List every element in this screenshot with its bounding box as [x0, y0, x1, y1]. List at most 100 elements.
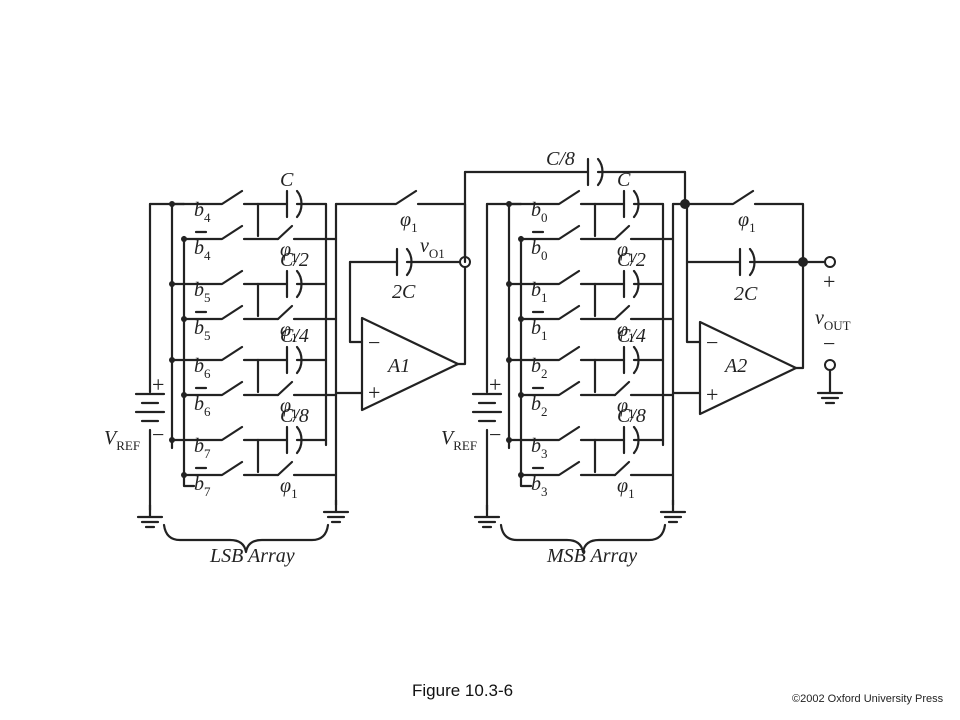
- lsb-gnd-node-2: [181, 392, 187, 398]
- lsb-output-label: vO1: [420, 235, 445, 261]
- lsb-opamp-plus: +: [368, 380, 380, 405]
- msb-ref-node-2: [506, 357, 512, 363]
- msb-phi-label-2: φ1: [617, 395, 635, 421]
- msb-brace: [499, 523, 667, 554]
- msb-bit-label-1: b1: [531, 279, 548, 305]
- lsb-ref-node-2: [169, 357, 175, 363]
- msb-feedback-cap-label: 2C: [734, 283, 758, 305]
- msb-phi-blade-2: [613, 380, 631, 397]
- lsb-phi-label-0: φ1: [280, 239, 298, 265]
- lsb-ref-node-1: [169, 281, 175, 287]
- msb-gnd-node-2: [518, 392, 524, 398]
- msb-bit-label-3: b3: [531, 435, 548, 461]
- msb-vref-minus: −: [489, 422, 501, 447]
- msb-cap-2-plate-curved: [632, 345, 640, 375]
- figure-caption: Figure 10.3-6: [412, 681, 514, 700]
- msb-cap-1-plate-curved: [632, 269, 640, 299]
- msb-gnd-node-0: [518, 236, 524, 242]
- lsb-bitbar-label-3: b7: [194, 473, 211, 499]
- msb-cap-label-3: C/8: [617, 405, 646, 427]
- msb-switch-ref-0: [519, 189, 597, 206]
- msb-ref-node-1: [506, 281, 512, 287]
- msb-cap-label-1: C/2: [617, 249, 646, 271]
- lsb-gnd-node-3: [181, 472, 187, 478]
- msb-bit-label-0: b0: [531, 199, 548, 225]
- lsb-opamp: [360, 316, 460, 412]
- msb-phi-blade-1: [613, 304, 631, 321]
- msb-ground-bus: [519, 235, 533, 488]
- msb-vref-label: VREF: [441, 427, 477, 453]
- msb-cap-label-2: C/4: [617, 325, 646, 347]
- lsb-cap-label-2: C/4: [280, 325, 309, 347]
- lsb-phi-blade-1: [276, 304, 294, 321]
- lsb-gnd-node-1: [181, 316, 187, 322]
- lsb-bitbar-label-1: b5: [194, 317, 211, 343]
- lsb-bit-label-0: b4: [194, 199, 211, 225]
- lsb-switch-ref-3: [182, 425, 260, 442]
- msb-bit-label-2: b2: [531, 355, 548, 381]
- msb-output-minus: −: [823, 331, 835, 356]
- msb-output-terminal-minus: [824, 359, 836, 371]
- msb-ref-node-3: [506, 437, 512, 443]
- lsb-cap-label-3: C/8: [280, 405, 309, 427]
- lsb-brace: [162, 523, 330, 554]
- msb-phi-label-0: φ1: [617, 239, 635, 265]
- lsb-feedback-cap-label: 2C: [392, 281, 416, 303]
- lsb-phi-blade-3: [276, 460, 294, 477]
- lsb-output-wire: [456, 260, 467, 366]
- lsb-gnd-node-0: [181, 236, 187, 242]
- lsb-ground-bus: [182, 235, 196, 488]
- msb-feedback-phi-label: φ1: [738, 209, 756, 235]
- lsb-phi-blade-2: [276, 380, 294, 397]
- lsb-phi-label-2: φ1: [280, 395, 298, 421]
- msb-phi-blade-0: [613, 224, 631, 241]
- msb-opamp-minus: −: [706, 330, 718, 355]
- msb-cap-0-plate-curved: [632, 189, 640, 219]
- msb-inv-input-wire: [685, 202, 702, 344]
- msb-bitbar-label-0: b0: [531, 237, 548, 263]
- msb-switch-ref-3: [519, 425, 597, 442]
- lsb-opamp-minus: −: [368, 330, 380, 355]
- msb-array-label: MSB Array: [546, 545, 637, 567]
- lsb-phi-label-3: φ1: [280, 475, 298, 501]
- lsb-switch-gnd-2: [182, 380, 280, 397]
- lsb-feedback-phi-label: φ1: [400, 209, 418, 235]
- msb-bitbar-label-2: b2: [531, 393, 548, 419]
- lsb-switch-gnd-3: [182, 460, 280, 477]
- msb-bus-ground: [659, 498, 687, 524]
- msb-switch-gnd-0: [519, 224, 617, 241]
- lsb-bit-label-1: b5: [194, 279, 211, 305]
- lsb-cap-2-plate-curved: [295, 345, 303, 375]
- msb-feedback-cap-plate-curved: [748, 247, 756, 277]
- lsb-switch-ref-0: [182, 189, 260, 206]
- lsb-cap-1-plate-curved: [295, 269, 303, 299]
- lsb-switch-ref-1: [182, 269, 260, 286]
- msb-output-ground: [816, 368, 844, 405]
- lsb-battery: [134, 392, 166, 423]
- msb-output-wire: [794, 260, 832, 370]
- msb-switch-gnd-1: [519, 304, 617, 321]
- msb-output-terminal-plus: [824, 256, 836, 268]
- lsb-cap-3-plate-curved: [295, 425, 303, 455]
- lsb-bitbar-label-0: b4: [194, 237, 211, 263]
- msb-opamp-plus: +: [706, 382, 718, 407]
- msb-cap-3-plate-curved: [632, 425, 640, 455]
- msb-output-label: vOUT: [815, 307, 851, 333]
- msb-switch-gnd-2: [519, 380, 617, 397]
- msb-output-node: [798, 257, 808, 267]
- msb-gnd-node-1: [518, 316, 524, 322]
- lsb-vref-plus: +: [152, 372, 164, 397]
- lsb-opamp-label: A1: [386, 355, 410, 377]
- lsb-inv-input-wire: [348, 260, 364, 344]
- lsb-bus-ground: [322, 498, 350, 524]
- msb-opamp-label: A2: [723, 355, 747, 377]
- msb-phi1-feedback-switch: [671, 189, 805, 264]
- lsb-vref-label: VREF: [104, 427, 140, 453]
- msb-phi-label-1: φ1: [617, 319, 635, 345]
- msb-switch-gnd-3: [519, 460, 617, 477]
- lsb-switch-gnd-0: [182, 224, 280, 241]
- msb-phi-label-3: φ1: [617, 475, 635, 501]
- lsb-bit-label-3: b7: [194, 435, 211, 461]
- msb-gnd-node-3: [518, 472, 524, 478]
- lsb-vref-minus: −: [152, 422, 164, 447]
